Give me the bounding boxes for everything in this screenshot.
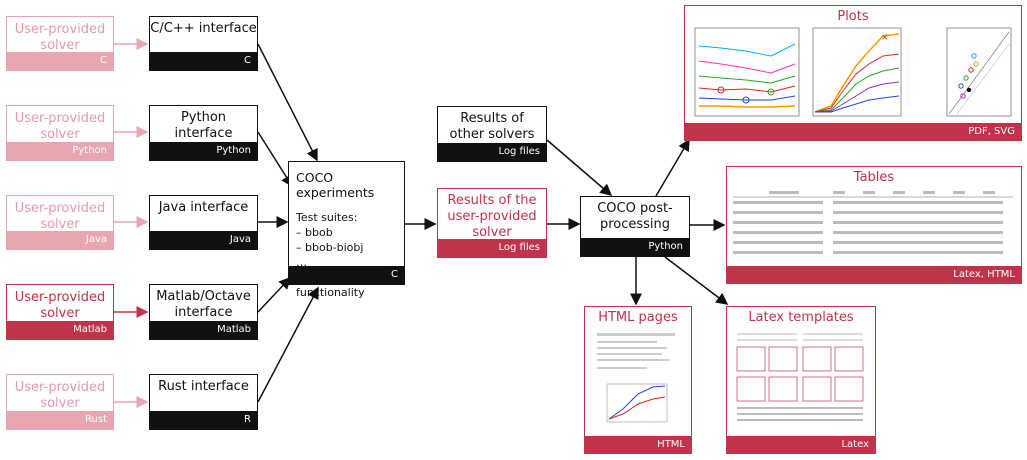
plots-panel: Plots × PDF, SVG bbox=[684, 5, 1022, 141]
tables-panel: Tables Latex, HTML bbox=[726, 166, 1022, 284]
tables-thumbnail bbox=[733, 189, 1015, 263]
suite-more: … bbox=[296, 256, 307, 269]
interface-java-box: Java interface Java bbox=[149, 195, 258, 250]
html-thumbnail bbox=[593, 329, 683, 429]
experiments-box: COCO experiments Test suites: – bbob – b… bbox=[288, 161, 405, 299]
interface-c-label: C/C++ interface bbox=[150, 21, 257, 36]
interface-c-lang: C bbox=[150, 52, 257, 70]
suite-bbob: – bbob bbox=[296, 226, 333, 239]
solver-matlab-box: User-provided solver Matlab bbox=[6, 284, 114, 340]
interface-matlab-box: Matlab/Octave interface Matlab bbox=[149, 284, 258, 340]
html-title: HTML pages bbox=[598, 310, 678, 325]
latex-panel: Latex templates Latex bbox=[726, 306, 876, 454]
other-results-label: Results of other solvers bbox=[449, 111, 535, 142]
arrow-post-to-latex bbox=[664, 256, 729, 305]
experiments-lang: C bbox=[289, 266, 404, 284]
postprocessing-box: COCO post-processing Python bbox=[580, 196, 690, 257]
interface-python-lang: Python bbox=[150, 142, 257, 160]
solver-matlab-label: User-provided solver bbox=[14, 290, 106, 321]
tables-title: Tables bbox=[853, 170, 895, 185]
solver-rust-lang: Rust bbox=[7, 411, 113, 429]
arrow-post-to-plots bbox=[655, 138, 690, 197]
latex-title: Latex templates bbox=[748, 310, 854, 325]
interface-matlab-label: Matlab/Octave interface bbox=[156, 289, 251, 320]
experiments-title: COCO experiments bbox=[296, 170, 375, 200]
solver-python-box: User-provided solver Python bbox=[6, 105, 114, 161]
plots-title: Plots bbox=[837, 9, 869, 24]
html-foot: HTML bbox=[585, 436, 691, 453]
interface-rust-lang: R bbox=[150, 411, 257, 429]
other-results-foot: Log files bbox=[438, 143, 546, 161]
solver-python-label: User-provided solver bbox=[14, 111, 106, 142]
solver-java-label: User-provided solver bbox=[14, 201, 106, 232]
tables-foot: Latex, HTML bbox=[727, 266, 1021, 283]
latex-foot: Latex bbox=[727, 436, 875, 453]
user-results-box: Results of the user-provided solver Log … bbox=[437, 188, 547, 258]
solver-matlab-lang: Matlab bbox=[7, 321, 113, 339]
interface-c-box: C/C++ interface C bbox=[149, 16, 258, 71]
interface-matlab-lang: Matlab bbox=[150, 321, 257, 339]
arrow-matlab-to-experiments bbox=[257, 276, 292, 313]
arrow-c-to-experiments bbox=[257, 43, 318, 162]
suite-bbob-biobj: – bbob-biobj bbox=[296, 241, 364, 254]
arrow-other-results-to-post bbox=[546, 139, 613, 196]
interface-rust-label: Rust interface bbox=[158, 379, 249, 394]
postprocessing-lang: Python bbox=[581, 238, 689, 256]
plots-thumbnail: × bbox=[694, 27, 1012, 117]
arrow-rust-to-experiments bbox=[257, 286, 319, 403]
solver-rust-box: User-provided solver Rust bbox=[6, 374, 114, 430]
html-panel: HTML pages HTML bbox=[584, 306, 692, 454]
solver-rust-label: User-provided solver bbox=[14, 380, 106, 411]
solver-c-lang: C bbox=[7, 52, 113, 70]
user-results-label: Results of the user-provided solver bbox=[447, 193, 537, 240]
user-results-foot: Log files bbox=[438, 239, 546, 257]
svg-text:×: × bbox=[881, 33, 889, 43]
interface-java-label: Java interface bbox=[158, 200, 249, 215]
suites-label: Test suites: bbox=[296, 211, 358, 224]
solver-java-box: User-provided solver Java bbox=[6, 195, 114, 250]
other-results-box: Results of other solvers Log files bbox=[437, 106, 547, 162]
latex-thumbnail bbox=[733, 329, 871, 429]
solver-c-label: User-provided solver bbox=[14, 22, 106, 53]
solver-java-lang: Java bbox=[7, 231, 113, 249]
solver-python-lang: Python bbox=[7, 142, 113, 160]
interface-rust-box: Rust interface R bbox=[149, 374, 258, 430]
interface-python-label: Python interface bbox=[174, 110, 233, 141]
arrow-python-to-experiments bbox=[257, 131, 293, 188]
interface-java-lang: Java bbox=[150, 231, 257, 249]
interface-python-box: Python interface Python bbox=[149, 105, 258, 161]
solver-c-box: User-provided solver C bbox=[6, 16, 114, 71]
postprocessing-label: COCO post-processing bbox=[597, 201, 673, 232]
plots-foot: PDF, SVG bbox=[685, 123, 1021, 140]
